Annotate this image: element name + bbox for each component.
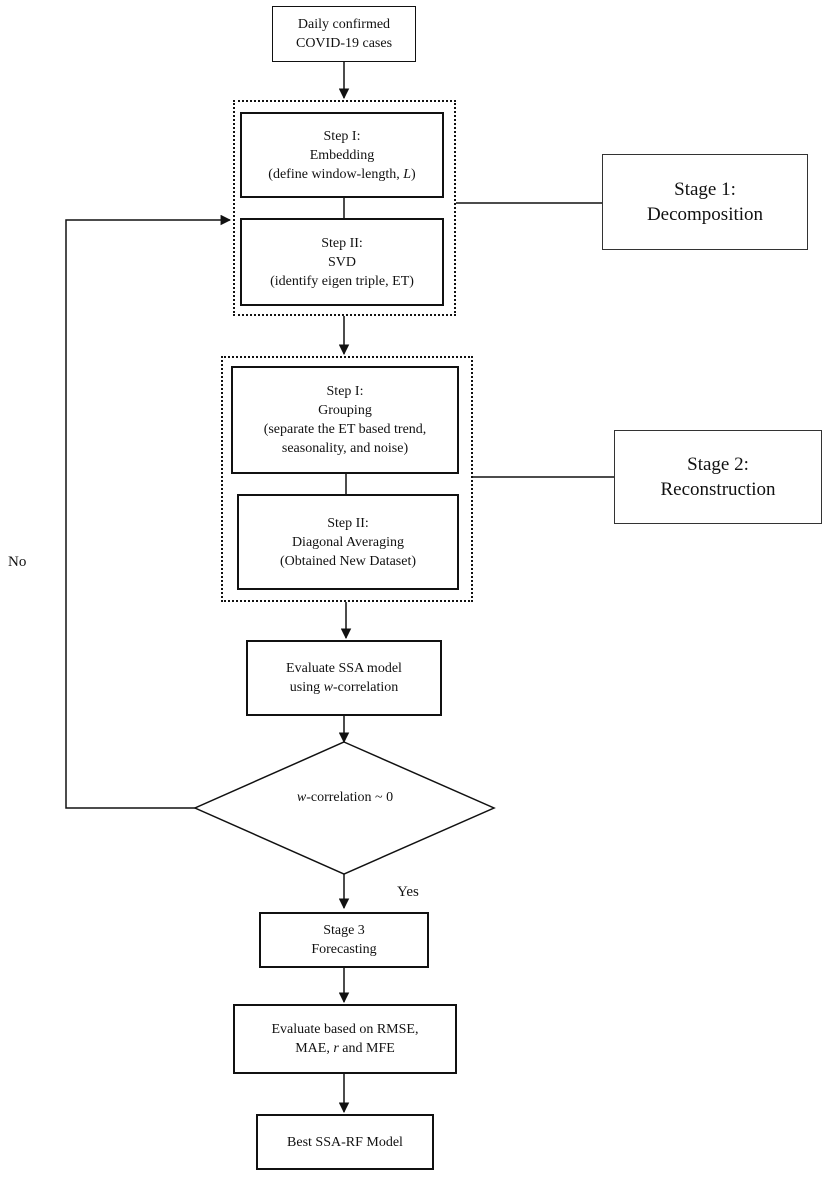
decision-text: w-correlation ~ 0 (195, 790, 495, 806)
metrics-line1: Evaluate based on RMSE, (271, 1022, 419, 1037)
stage2-line2: Reconstruction (660, 479, 776, 500)
diagonal-line2: Diagonal Averaging (291, 534, 405, 550)
grouping-line4: seasonality, and noise) (281, 441, 409, 456)
diagonal-line1: Step II: (327, 515, 369, 531)
edge-label-yes: Yes (397, 884, 419, 900)
svd-line2: SVD (327, 254, 356, 270)
stage1-decomposition: Stage 1: Decomposition (602, 154, 808, 250)
embedding-line3-pre: (define window-length, (268, 166, 404, 182)
input-line1: Daily confirmed (297, 17, 391, 32)
stage1-line1: Stage 1: (674, 179, 736, 200)
metrics-line2-pre: MAE, (295, 1041, 334, 1056)
diagonal-averaging-step-node: Step II: Diagonal Averaging (Obtained Ne… (237, 494, 459, 590)
input-node: Daily confirmed COVID-19 cases (272, 6, 416, 62)
embedding-step-node: Step I: Embedding (define window-length,… (240, 112, 444, 198)
stage2-reconstruction: Stage 2: Reconstruction (614, 430, 822, 524)
best-model-node: Best SSA-RF Model (256, 1114, 434, 1170)
input-line2: COVID-19 cases (295, 36, 393, 51)
evaluate-ssa-line2-var: w (323, 680, 333, 695)
diagonal-line3: (Obtained New Dataset) (279, 553, 417, 569)
decision-label: -correlation ~ 0 (306, 790, 394, 805)
embedding-line3-var: L (403, 166, 412, 182)
decision-var: w (296, 790, 307, 805)
grouping-step-node: Step I: Grouping (separate the ET based … (231, 366, 459, 474)
forecasting-node: Stage 3 Forecasting (259, 912, 429, 968)
forecasting-line1: Stage 3 (323, 923, 365, 938)
embedding-line3: (define window-length, L) (268, 165, 415, 184)
best-model-line1: Best SSA-RF Model (287, 1134, 403, 1150)
embedding-line3-post: ) (411, 166, 416, 182)
metrics-line2-post: and MFE (338, 1041, 395, 1056)
metrics-line2-var: r (333, 1041, 339, 1056)
forecasting-line2: Forecasting (311, 942, 377, 957)
grouping-line3: (separate the ET based trend, (263, 422, 427, 437)
svd-line3: (identify eigen triple, ET) (270, 273, 414, 289)
evaluate-ssa-line1: Evaluate SSA model (286, 661, 402, 676)
grouping-line2: Grouping (318, 403, 372, 418)
stage1-line2: Decomposition (646, 204, 764, 225)
evaluate-ssa-line2-pre: using (289, 680, 324, 695)
metrics-line2: MAE, r and MFE (295, 1039, 395, 1058)
decision-diamond (193, 741, 496, 875)
decomposition-group (233, 100, 456, 316)
edge-label-no: No (8, 554, 27, 570)
evaluate-metrics-node: Evaluate based on RMSE, MAE, r and MFE (233, 1004, 457, 1074)
svd-line1: Step II: (321, 235, 363, 251)
evaluate-ssa-node: Evaluate SSA model using w-correlation (246, 640, 442, 716)
embedding-line1: Step I: (323, 128, 361, 144)
stage2-line1: Stage 2: (687, 454, 749, 475)
arrow-no-feedback-loop (65, 214, 232, 809)
svd-step-node: Step II: SVD (identify eigen triple, ET) (240, 218, 444, 306)
embedding-line2: Embedding (309, 147, 375, 163)
evaluate-ssa-line2: using w-correlation (290, 678, 398, 697)
evaluate-ssa-line2-post: -correlation (332, 680, 399, 695)
grouping-line1: Step I: (326, 384, 364, 399)
reconstruction-group (221, 356, 473, 602)
